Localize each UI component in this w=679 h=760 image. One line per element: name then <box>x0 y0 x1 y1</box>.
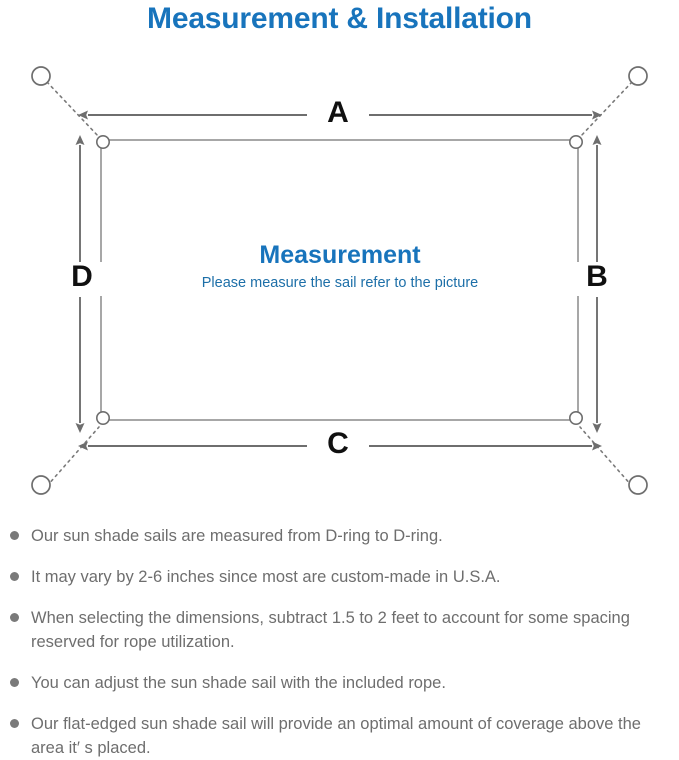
rope-line-top-right <box>579 81 633 138</box>
page-root: Measurement & Installation <box>10 2 648 757</box>
note-item: It may vary by 2-6 inches since most are… <box>0 565 679 589</box>
bullet-icon <box>10 572 19 581</box>
anchor-points <box>31 66 648 495</box>
page-title: Measurement & Installation <box>147 2 532 35</box>
dimension-label-a: A <box>307 98 369 132</box>
rope-line-bottom-right <box>579 426 633 487</box>
rope-lines <box>46 81 633 487</box>
bullet-icon <box>10 613 19 622</box>
note-item: Our flat-edged sun shade sail will provi… <box>0 712 679 760</box>
d-ring-bottom-left <box>96 410 111 425</box>
note-text: It may vary by 2-6 inches since most are… <box>31 568 501 586</box>
note-item: Our sun shade sails are measured from D-… <box>0 524 679 548</box>
anchor-point-bottom-right <box>628 475 648 495</box>
note-text: You can adjust the sun shade sail with t… <box>31 674 446 692</box>
rope-line-top-left <box>46 81 100 138</box>
dimension-label-c: C <box>307 429 369 463</box>
anchor-point-top-right <box>628 66 648 86</box>
d-rings <box>96 135 583 425</box>
dimension-label-d: D <box>60 262 104 296</box>
note-text: Our sun shade sails are measured from D-… <box>31 527 443 545</box>
note-item: You can adjust the sun shade sail with t… <box>0 671 679 695</box>
bullet-icon <box>10 719 19 728</box>
rope-line-bottom-left <box>46 426 100 487</box>
anchor-point-bottom-left <box>31 475 51 495</box>
note-item: When selecting the dimensions, subtract … <box>0 606 679 654</box>
notes-list: Our sun shade sails are measured from D-… <box>0 524 679 760</box>
d-ring-top-left <box>96 135 111 150</box>
d-ring-bottom-right <box>568 410 583 425</box>
dimension-arrows <box>75 110 602 451</box>
anchor-point-top-left <box>31 66 51 86</box>
bullet-icon <box>10 531 19 540</box>
note-text: When selecting the dimensions, subtract … <box>31 609 630 651</box>
note-text: Our flat-edged sun shade sail will provi… <box>31 715 641 757</box>
d-ring-top-right <box>568 135 583 150</box>
dimension-label-b: B <box>575 262 619 296</box>
bullet-icon <box>10 678 19 687</box>
sail-shape <box>100 139 579 421</box>
